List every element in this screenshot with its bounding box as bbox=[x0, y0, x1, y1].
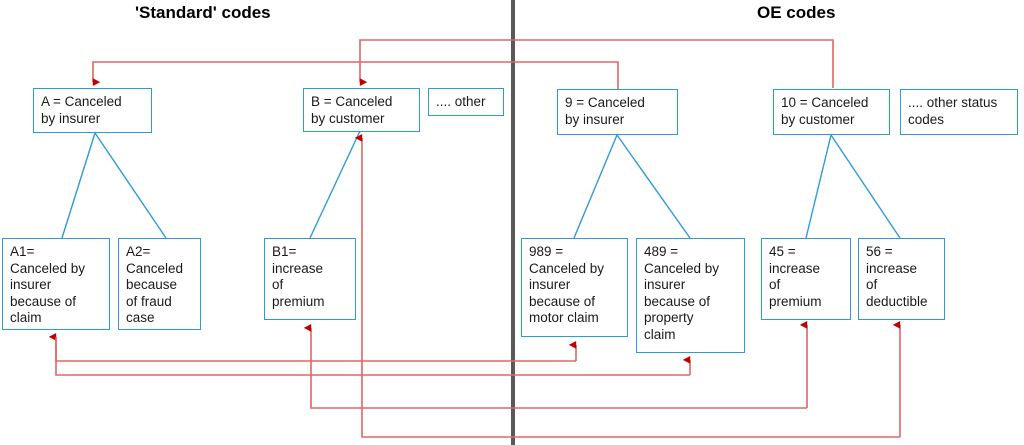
node-code-b1[interactable]: B1= increase of premium bbox=[264, 238, 356, 320]
node-other-standard[interactable]: .... other bbox=[428, 88, 504, 116]
node-code-b[interactable]: B = Canceled by customer bbox=[303, 88, 420, 132]
blue-connectors-ten bbox=[805, 134, 901, 239]
node-other-oe-status[interactable]: .... other status codes bbox=[900, 89, 1018, 135]
node-code-a1[interactable]: A1= Canceled by insurer because of claim bbox=[2, 238, 110, 330]
node-code-989[interactable]: 989 = Canceled by insurer because of mot… bbox=[521, 238, 628, 337]
node-code-9[interactable]: 9 = Canceled by insurer bbox=[557, 89, 678, 135]
title-oe-codes: OE codes bbox=[757, 3, 836, 22]
node-code-a[interactable]: A = Canceled by insurer bbox=[33, 88, 152, 133]
node-code-56[interactable]: 56 = increase of deductible bbox=[858, 238, 945, 320]
title-standard-codes: 'Standard' codes bbox=[135, 3, 271, 22]
node-code-45[interactable]: 45 = increase of premium bbox=[761, 238, 851, 320]
node-code-10[interactable]: 10 = Canceled by customer bbox=[773, 89, 890, 135]
vertical-divider bbox=[511, 0, 515, 445]
red-mapping-ten-to-b bbox=[359, 39, 834, 88]
blue-connectors-nine bbox=[573, 134, 691, 239]
blue-connectors-a bbox=[61, 132, 167, 239]
node-code-489[interactable]: 489 = Canceled by insurer because of pro… bbox=[636, 238, 745, 353]
red-mapping-989-to-a1 bbox=[48, 332, 577, 362]
red-mapping-489-to-a1 bbox=[55, 337, 691, 376]
red-mapping-nine-to-a bbox=[92, 61, 619, 89]
blue-connectors-b bbox=[309, 130, 361, 239]
node-code-a2[interactable]: A2= Canceled because of fraud case bbox=[118, 238, 201, 330]
